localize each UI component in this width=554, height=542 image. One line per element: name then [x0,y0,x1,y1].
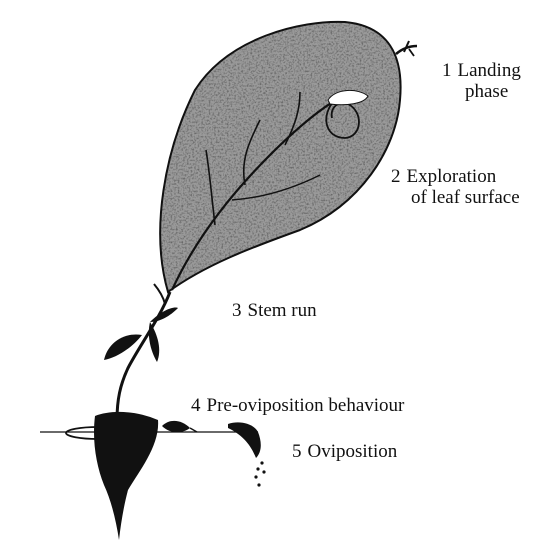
egg [256,467,259,470]
stage-4-label: 4 Pre-oviposition behaviour [191,395,404,416]
stem [117,292,170,420]
stage-5-text: Oviposition [308,441,398,462]
stage-2-number: 2 [391,166,401,187]
stage-1-text-line-1: Landing [458,60,521,81]
flying-insect-icon [396,41,417,56]
stage-3-number: 3 [232,300,242,321]
egg [257,483,260,486]
stage-3-text: Stem run [248,300,317,321]
insect-pre-oviposition [162,421,190,432]
stage-1-text-line-2: phase [442,81,508,102]
stem-leaf-drop [149,322,159,362]
egg [254,475,257,478]
stage-4-number: 4 [191,395,201,416]
stage-5-label: 5 Oviposition [292,441,397,462]
taproot [94,412,158,540]
stage-1-number: 1 [442,60,452,81]
stage-1-label: 1 Landing phase [442,60,521,102]
egg [260,461,263,464]
stage-2-text-line-2: of leaf surface [391,187,520,208]
stage-2-text-line-1: Exploration [407,166,497,187]
egg [262,470,265,473]
leaf [150,15,410,300]
insect-oviposition [228,422,261,458]
stage-3-label: 3 Stem run [232,300,317,321]
stem-leaf-right [150,308,178,322]
stage-5-number: 5 [292,441,302,462]
stage-4-text: Pre-oviposition behaviour [207,395,405,416]
stage-2-label: 2 Exploration of leaf surface [391,166,520,208]
insect-on-stem [154,284,165,304]
